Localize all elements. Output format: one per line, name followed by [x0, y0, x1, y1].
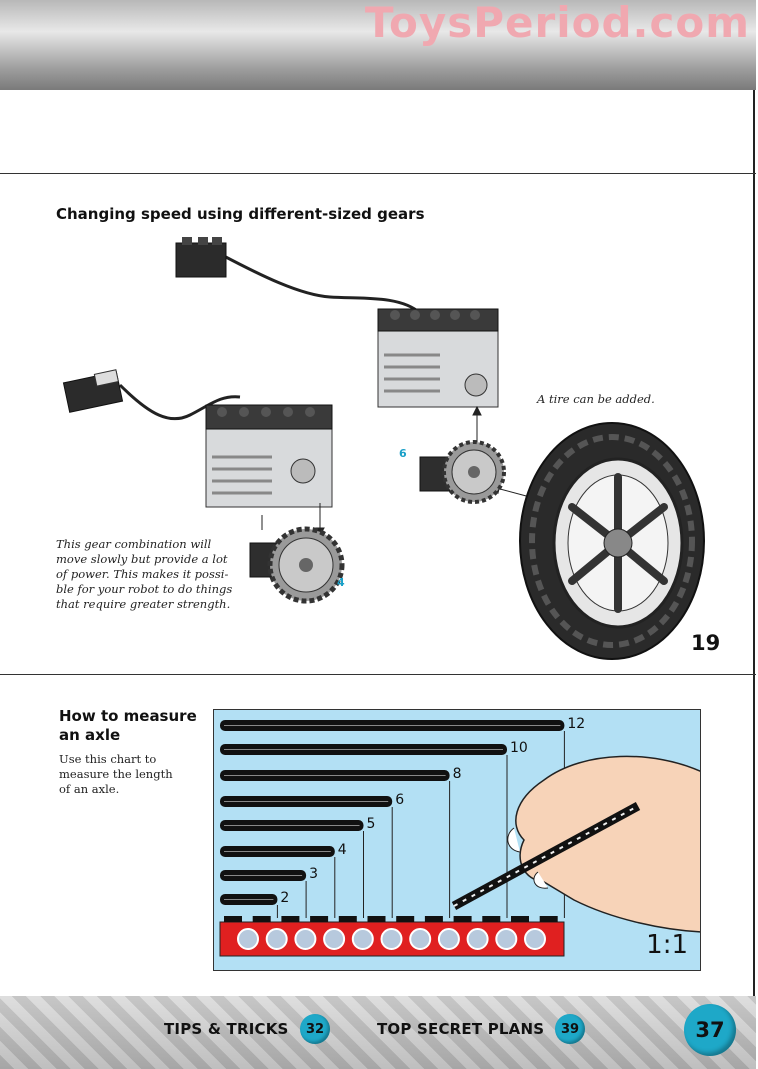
gear-label-small: 6 [399, 447, 407, 460]
axle-length-label: 2 [280, 890, 290, 906]
axle-bar [220, 846, 335, 857]
beam-hole [294, 928, 317, 950]
tips-tricks-label[interactable]: TIPS & TRICKS [164, 1020, 289, 1038]
beam-stud [482, 916, 501, 922]
beam-hole [351, 928, 374, 950]
beam-hole [495, 928, 518, 950]
title-line: an axle [59, 726, 121, 744]
section-divider-middle [0, 674, 756, 675]
axle-length-label: 10 [510, 740, 528, 756]
note-line: This gear combination will [56, 537, 212, 551]
connector-upper-icon [175, 237, 227, 278]
tire-note: A tire can be added. [537, 392, 655, 406]
beam-stud [424, 916, 443, 922]
beam-stud [453, 916, 472, 922]
title-line: How to measure [59, 707, 197, 725]
axle-description: Use this chart to measure the length of … [59, 752, 173, 797]
header-band: ToysPeriod.com [0, 0, 756, 90]
cable-upper [221, 253, 422, 315]
note-line: of power. This makes it possi- [56, 567, 229, 581]
axle-length-label: 3 [309, 866, 319, 882]
gear-large-icon [249, 526, 345, 604]
hand-icon [451, 755, 700, 933]
footer-band [0, 996, 756, 1069]
desc-line: of an axle. [59, 782, 120, 796]
axle-bar [220, 720, 565, 731]
note-line: move slowly but provide a lot [56, 552, 228, 566]
page-number-badge: 37 [684, 1004, 736, 1056]
beam-stud [338, 916, 357, 922]
beam-stud [281, 916, 300, 922]
connector-lower-icon [62, 369, 124, 413]
axle-length-label: 5 [366, 816, 376, 832]
axle-leader-lines [276, 731, 565, 918]
desc-line: measure the length [59, 767, 173, 781]
beam-hole [466, 928, 489, 950]
watermark: ToysPeriod.com [364, 0, 750, 47]
top-secret-plans-label[interactable]: TOP SECRET PLANS [377, 1020, 545, 1038]
beam-hole [237, 928, 259, 950]
axle-bars [220, 720, 565, 905]
slow-gear-note: This gear combination will move slowly b… [56, 537, 232, 612]
axle-bar [220, 770, 450, 781]
axle-length-label: 6 [395, 792, 405, 808]
section-divider-top [0, 173, 756, 174]
axle-bar [220, 894, 278, 905]
beam-stud [396, 916, 415, 922]
axle-chart-art [219, 720, 700, 957]
axle-length-label: 4 [337, 842, 347, 858]
beam-hole [437, 928, 460, 950]
axle-bar [220, 820, 364, 831]
motor-lower-icon [205, 404, 333, 508]
beam-stud [367, 916, 386, 922]
beam-stud [511, 916, 529, 922]
gear-small-icon [419, 440, 506, 504]
beam-hole [323, 928, 346, 950]
axle-bar [220, 796, 393, 807]
axle-section-title: How to measure an axle [59, 707, 197, 745]
beam-stud [310, 916, 329, 922]
axle-measure-chart: 12 10 8 6 5 4 3 2 1:1 [213, 709, 701, 971]
beam-hole [380, 928, 403, 950]
scale-label: 1:1 [646, 930, 688, 960]
axle-length-label: 12 [567, 716, 586, 732]
footer-shade [0, 996, 756, 1069]
beam-hole [524, 928, 546, 950]
gears-illustration [62, 237, 705, 660]
motor-upper-icon [377, 308, 499, 408]
beam-stud [252, 916, 271, 922]
red-beam-icon [219, 916, 565, 957]
axle-bar [220, 744, 507, 755]
beam-stud [539, 916, 558, 922]
note-line: ble for your robot to do things [56, 582, 233, 596]
beam-hole [409, 928, 432, 950]
note-line: that require greater strength. [56, 597, 231, 611]
cable-lower [118, 383, 241, 421]
beam-hole [265, 928, 288, 950]
top-secret-plans-page-badge[interactable]: 39 [555, 1014, 585, 1044]
tire-icon [519, 422, 705, 660]
axle-length-label: 8 [452, 766, 462, 782]
axle-bar [220, 870, 307, 881]
desc-line: Use this chart to [59, 752, 157, 766]
step-number: 19 [691, 631, 721, 655]
gear-label-large: 4 [337, 576, 345, 589]
beam-stud [224, 916, 242, 922]
gears-section-title: Changing speed using different-sized gea… [56, 205, 425, 223]
tips-tricks-page-badge[interactable]: 32 [300, 1014, 330, 1044]
